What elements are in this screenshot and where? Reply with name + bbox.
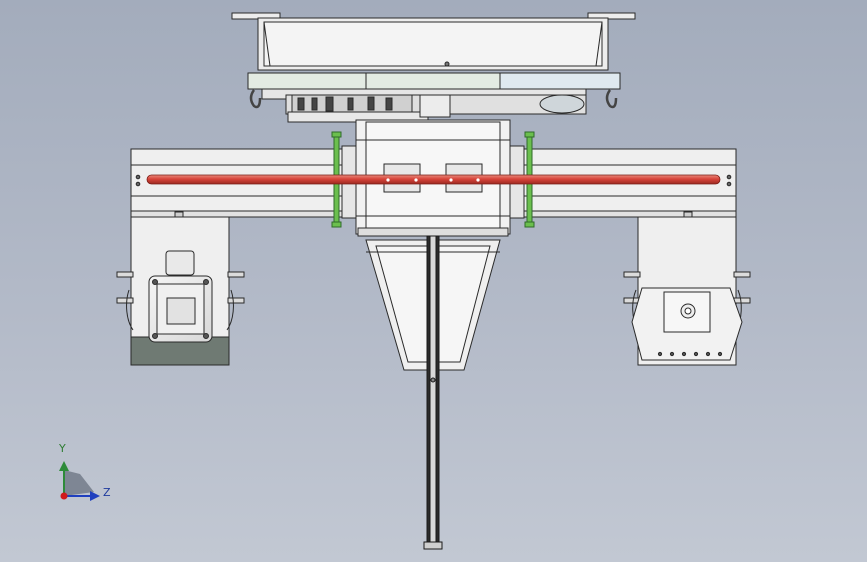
y-axis-arrow: [59, 461, 69, 471]
y-axis-label: Y: [59, 442, 66, 455]
axis-triad[interactable]: [59, 461, 100, 501]
triad-plane: [64, 470, 94, 496]
top-frame: [231, 12, 636, 71]
vertical-column: [423, 235, 443, 550]
x-axis-dot: [60, 492, 68, 500]
z-axis-arrow: [90, 491, 100, 501]
z-axis-label: Z: [103, 486, 111, 499]
bearing-stack: [247, 72, 621, 123]
left-motor-unit: [116, 216, 245, 366]
right-motor-unit: [623, 216, 751, 366]
red-rod: [146, 174, 721, 185]
